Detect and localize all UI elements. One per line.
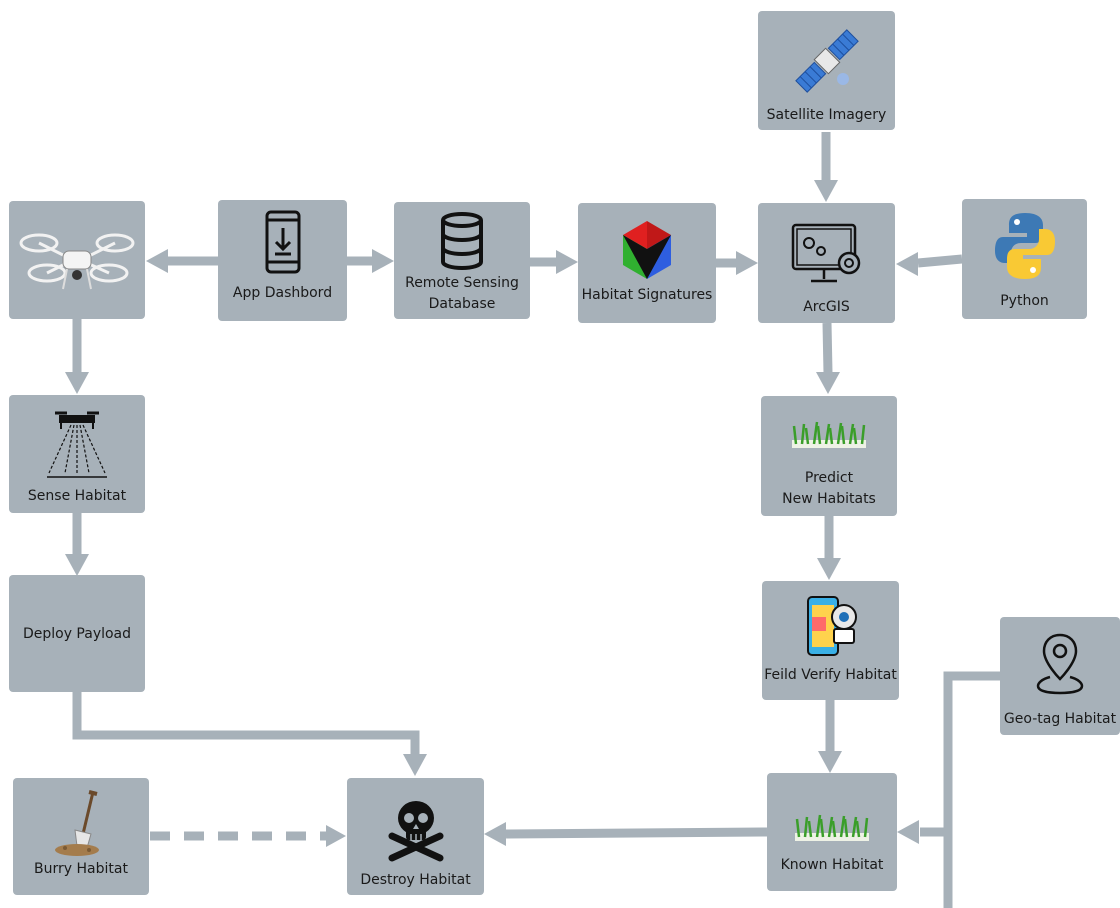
rgb-cube-icon <box>623 221 671 279</box>
satellite-icon <box>794 29 859 93</box>
arrowhead <box>326 825 346 847</box>
grass-icon <box>795 814 869 841</box>
burry-habitat-label: Burry Habitat <box>34 861 128 877</box>
arrowhead <box>818 751 842 773</box>
arcgis-node: ArcGIS <box>758 203 895 323</box>
arrow-python-to-arcgis <box>917 254 963 268</box>
shovel-dirt-icon <box>55 790 99 856</box>
arrowhead <box>556 250 578 274</box>
app-dashboard-node: App Dashbord <box>218 200 347 321</box>
habitat-signatures-node: Habitat Signatures <box>578 203 716 323</box>
arrowhead <box>814 180 838 202</box>
python-label: Python <box>1000 293 1049 309</box>
arrow-arcgis-to-predict <box>822 322 833 374</box>
drone-icon <box>19 233 135 290</box>
app-dashboard-label: App Dashbord <box>232 285 333 301</box>
deploy-payload-label: Deploy Payload <box>22 626 132 642</box>
arrowhead <box>896 252 918 276</box>
deploy-payload-node: Deploy Payload <box>9 575 145 692</box>
computer-gears-icon <box>791 223 860 283</box>
arrow-deploy-to-destroy <box>72 692 420 755</box>
python-logo-icon <box>994 213 1055 279</box>
phone-camera-icon <box>806 596 857 656</box>
habitat-signatures-label: Habitat Signatures <box>581 287 713 303</box>
burry-habitat-node: Burry Habitat <box>13 778 149 895</box>
skull-crossbones-icon <box>388 801 443 862</box>
drone-sensing-icon <box>47 411 107 478</box>
python-node: Python <box>962 199 1087 319</box>
arrowhead <box>816 372 840 394</box>
remote-sensing-label-line2: Database <box>428 296 496 312</box>
geotag-habitat-node: Geo-tag Habitat <box>1000 617 1120 735</box>
sense-habitat-node: Sense Habitat <box>9 395 145 513</box>
sense-habitat-label: Sense Habitat <box>27 488 127 504</box>
destroy-habitat-label: Destroy Habitat <box>360 872 471 888</box>
known-habitat-node: Known Habitat <box>767 773 897 891</box>
arrowhead <box>146 249 168 273</box>
arrowhead <box>736 251 758 275</box>
grass-icon <box>792 421 866 448</box>
predict-new-habitats-node: Predict New Habitats <box>761 396 897 516</box>
arrowhead <box>897 820 919 844</box>
arrowhead <box>403 754 427 776</box>
arrowhead <box>817 558 841 580</box>
drone-node <box>9 201 145 319</box>
location-pin-icon <box>1036 633 1084 695</box>
arrowhead <box>372 249 394 273</box>
satellite-imagery-label: Satellite Imagery <box>766 107 887 123</box>
arrow-geotag-to-known <box>920 671 1000 837</box>
field-verify-label: Feild Verify Habitat <box>764 667 897 683</box>
geotag-habitat-label: Geo-tag Habitat <box>1003 711 1117 727</box>
arcgis-label: ArcGIS <box>803 299 850 315</box>
predict-label-line1: Predict <box>804 470 854 486</box>
arrow-known-to-destroy <box>505 827 768 839</box>
destroy-habitat-node: Destroy Habitat <box>347 778 484 895</box>
remote-sensing-database-node: Remote Sensing Database <box>394 202 530 319</box>
predict-label-line2: New Habitats <box>782 491 876 507</box>
remote-sensing-label-line1: Remote Sensing <box>405 275 519 291</box>
database-icon <box>441 212 483 270</box>
field-verify-habitat-node: Feild Verify Habitat <box>762 581 899 700</box>
known-habitat-label: Known Habitat <box>780 857 884 873</box>
arrowhead <box>65 372 89 394</box>
arrowhead <box>65 554 89 576</box>
satellite-imagery-node: Satellite Imagery <box>758 11 895 130</box>
mobile-download-icon <box>265 210 300 274</box>
arrowhead <box>484 822 506 846</box>
